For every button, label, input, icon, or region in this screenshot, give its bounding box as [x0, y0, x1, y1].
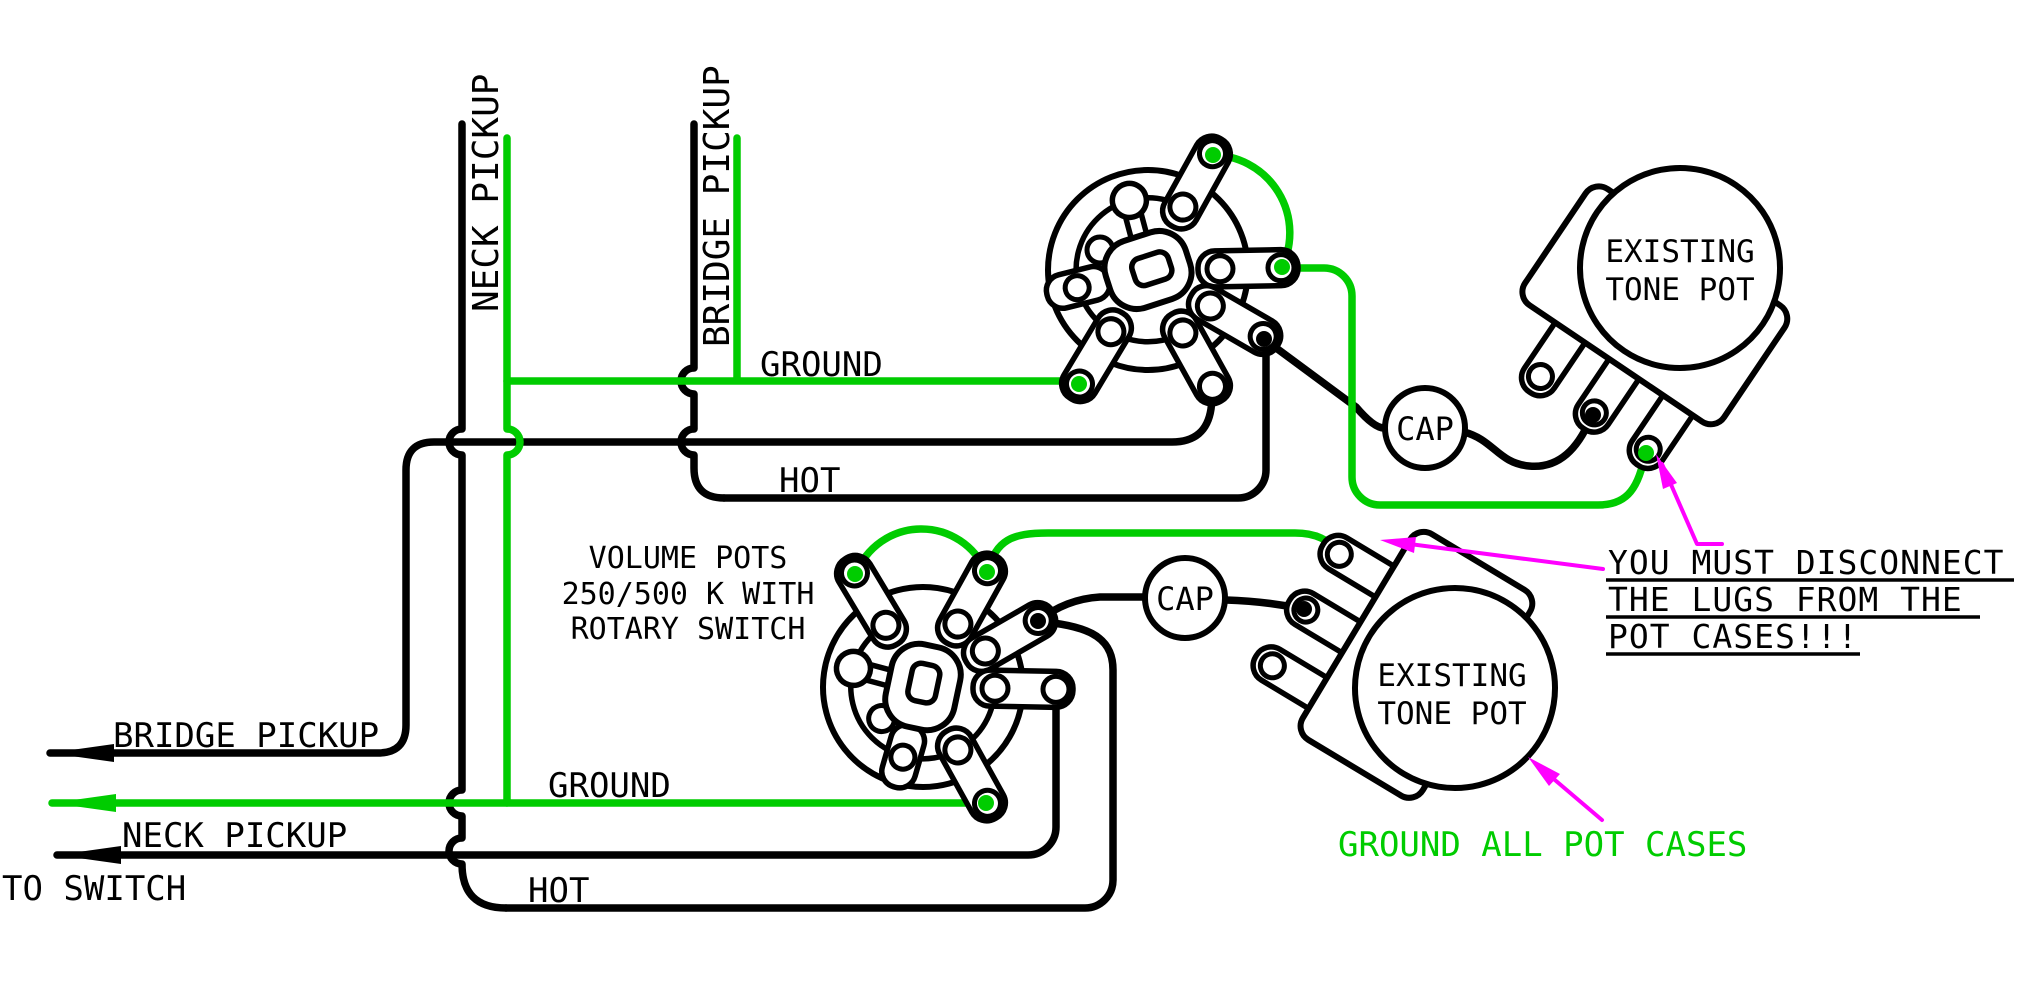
green-solder-dot — [1638, 445, 1654, 461]
neck-output-arrowhead-icon — [57, 846, 121, 864]
neck-pickup-output-label: NECK PICKUP — [122, 816, 347, 856]
capacitor-icon — [1382, 385, 1468, 471]
hot-wire-top — [720, 334, 1270, 502]
volume-pots-note-line3: ROTARY SWITCH — [571, 612, 806, 647]
diagram-labels: NECK PICKUP BRIDGE PICKUP GROUND HOT VOL… — [2, 65, 2014, 911]
cap-bottom-label: CAP — [1156, 580, 1214, 618]
hot-wire-bottom — [502, 617, 1117, 912]
neck-output-wire — [53, 690, 1060, 859]
cap-top-label: CAP — [1396, 410, 1454, 448]
warning-note-line1: YOU MUST DISCONNECT — [1608, 543, 2005, 582]
annotation-leaders — [1380, 454, 1724, 822]
to-switch-label: TO SWITCH — [2, 869, 186, 909]
tone-pot-top-label-line2: TONE POT — [1605, 272, 1754, 308]
ground-label-top: GROUND — [760, 345, 883, 385]
black-solder-dot — [1030, 613, 1046, 629]
bridge-pickup-lead-label: BRIDGE PICKUP — [697, 65, 738, 347]
solder-dots — [847, 147, 1654, 811]
volume-pots-note-line1: VOLUME POTS — [589, 541, 788, 576]
black-solder-dot — [1585, 407, 1601, 423]
warning-note-line3: POT CASES!!! — [1608, 617, 1858, 656]
tone-pot-top-label-line1: EXISTING — [1605, 234, 1754, 270]
tone-pot-bottom-label-line2: TONE POT — [1377, 696, 1526, 732]
black-solder-dot — [1256, 331, 1272, 347]
ground-label-bottom: GROUND — [548, 766, 671, 806]
switch-top-lug-jumper — [1209, 151, 1294, 271]
green-wires — [48, 134, 1648, 812]
green-solder-dot — [1071, 376, 1087, 392]
bridge-pickup-output-label: BRIDGE PICKUP — [113, 716, 379, 756]
volume-pot-rotary-switch-bottom — [749, 487, 1119, 848]
green-solder-dot — [979, 564, 995, 580]
green-solder-dot — [1205, 147, 1221, 163]
tone-pot-bottom-label-line1: EXISTING — [1377, 658, 1526, 694]
bridge-output-wire — [46, 386, 1217, 757]
ground-output-arrowhead-icon — [52, 794, 116, 812]
green-solder-dot — [978, 795, 994, 811]
neck-hot-wire — [445, 120, 510, 912]
cap-top-wire-left — [1260, 335, 1388, 432]
switch-to-tonepot-green-top — [1279, 264, 1648, 509]
cap-top — [1382, 385, 1468, 471]
green-solder-dot — [1274, 259, 1290, 275]
green-solder-dot — [847, 566, 863, 582]
volume-pots-note-line2: 250/500 K WITH — [562, 577, 815, 612]
hot-label-top: HOT — [779, 461, 840, 501]
black-solder-dot — [1296, 601, 1312, 617]
leader-arrowhead-icon — [1528, 757, 1560, 786]
bridge-output-arrowhead-icon — [50, 744, 114, 762]
ground-all-pot-cases-note: GROUND ALL POT CASES — [1338, 825, 1747, 865]
hot-label-bottom: HOT — [528, 871, 589, 911]
leader-arrowhead-icon — [1380, 537, 1416, 553]
bridge-hot-wire — [677, 120, 728, 502]
switch-bottom-lug-jumper — [852, 525, 990, 578]
capacitor-icon — [1142, 555, 1228, 641]
leader-arrowhead-icon — [1656, 454, 1677, 489]
warning-note-line2: THE LUGS FROM THE — [1608, 580, 1963, 619]
neck-ground-wire — [503, 134, 524, 807]
neck-pickup-lead-label: NECK PICKUP — [466, 74, 507, 312]
black-wires — [46, 120, 1594, 912]
cap-bottom — [1142, 555, 1228, 641]
leader-top-tonepot-lug — [1660, 462, 1724, 546]
leader-bottom-tonepot-lug — [1392, 540, 1605, 571]
cap-top-wire-right — [1460, 416, 1594, 470]
